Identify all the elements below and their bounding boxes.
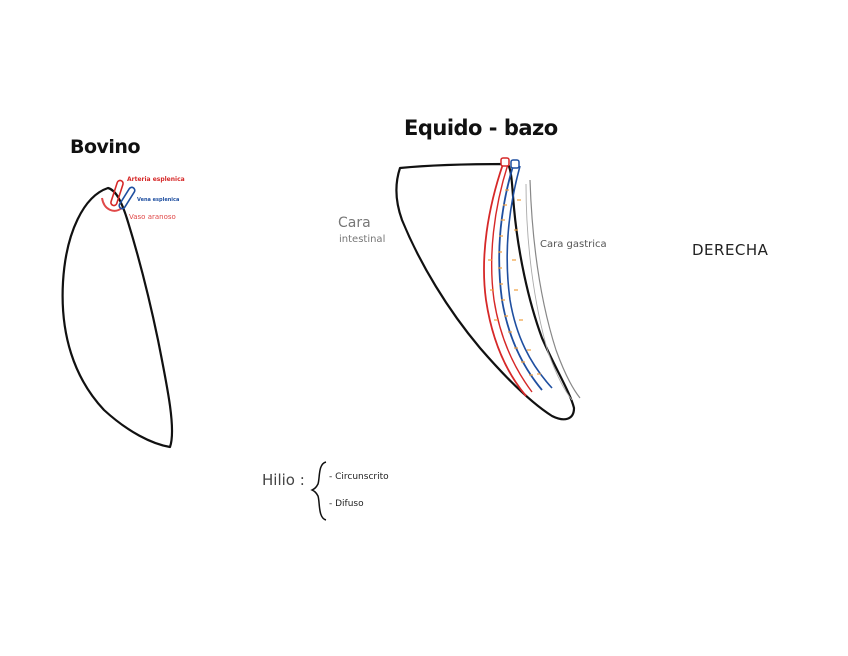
intestinal-face-label-2: intestinal <box>339 235 385 245</box>
gastric-line-inner <box>526 184 572 400</box>
hilio-option-circunscrito: - Circunscrito <box>329 473 389 482</box>
hilio-label: Hilio : <box>262 473 305 488</box>
artery-label: Arteria esplenica <box>127 177 185 183</box>
vessel-label: Vaso aranoso <box>129 214 176 221</box>
bovine-vessels <box>102 180 136 211</box>
vein-label: Vena esplenica <box>137 198 179 203</box>
hilio-option-difuso: - Difuso <box>329 500 364 509</box>
equine-title: Equido - bazo <box>404 118 558 139</box>
side-label: DERECHA <box>692 243 768 258</box>
intestinal-face-label: Cara <box>338 216 371 230</box>
gastric-face-label: Cara gastrica <box>540 240 607 250</box>
equine-vein-cut <box>511 160 519 168</box>
bovine-title: Bovino <box>70 138 140 157</box>
hilio-brace <box>312 462 326 520</box>
equine-artery-cut <box>501 158 509 166</box>
bovine-spleen-outline <box>63 188 172 447</box>
